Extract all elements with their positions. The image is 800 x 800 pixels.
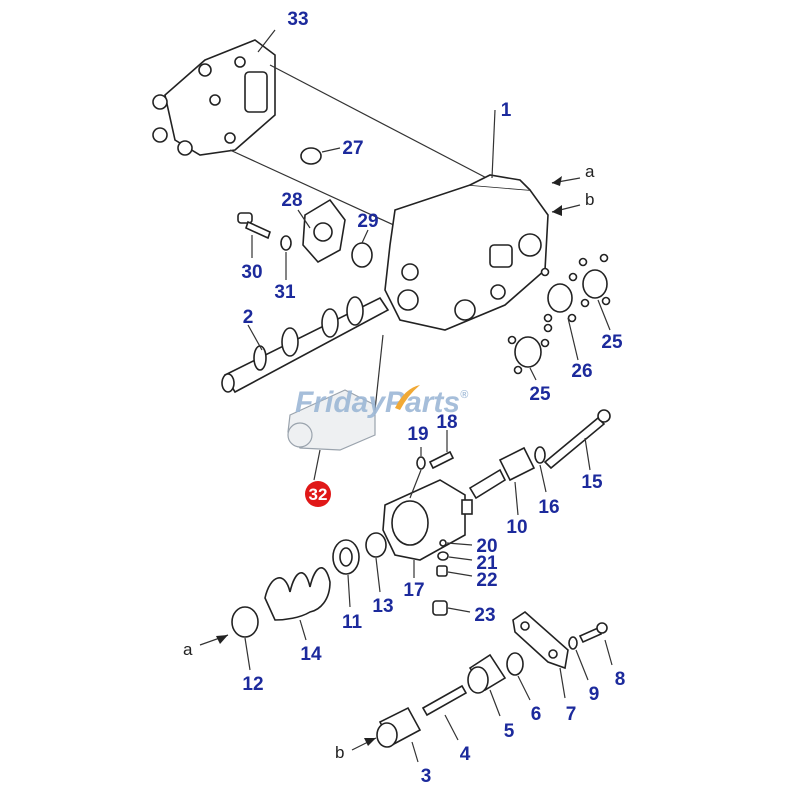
arrow-label-b-bottom: b <box>335 743 344 762</box>
arrow-a-bottom: a <box>183 635 228 659</box>
part-18-bolt <box>428 430 455 470</box>
callout-33: 33 <box>287 9 308 30</box>
part-23-plug <box>432 600 471 616</box>
callout-13: 13 <box>372 596 393 617</box>
part-19-washer <box>416 447 426 470</box>
arrow-b-top: b <box>552 190 594 216</box>
arrow-b-bottom: b <box>335 738 376 762</box>
part-8-bolt <box>578 622 613 666</box>
arrow-label-a-top: a <box>585 162 595 181</box>
callout-23: 23 <box>474 605 495 626</box>
callout-2: 2 <box>243 307 254 328</box>
arrow-label-b-top: b <box>585 190 594 209</box>
arrow-a-top: a <box>551 162 595 186</box>
callout-21: 21 <box>476 553 498 574</box>
part-2-spool <box>221 296 390 394</box>
callout-30: 30 <box>241 262 262 283</box>
callout-19: 19 <box>407 424 428 445</box>
part-16-washer <box>534 446 547 493</box>
part-9-washer <box>568 636 589 681</box>
callout-15: 15 <box>581 472 603 493</box>
watermark-right: Parts <box>385 386 460 419</box>
callout-20: 20 <box>476 536 497 557</box>
part-26-gasket <box>540 267 579 361</box>
part-4-spring <box>421 684 468 741</box>
part-7-bracket <box>512 610 569 699</box>
callout-11: 11 <box>342 612 363 633</box>
callout-7: 7 <box>566 704 577 725</box>
part-30-bolt <box>237 212 271 258</box>
part-11-seat <box>332 539 360 608</box>
callout-1: 1 <box>501 100 512 121</box>
part-17-housing <box>382 479 473 578</box>
callout-4: 4 <box>460 744 471 765</box>
part-5-sleeve <box>467 653 507 717</box>
part-12-ring <box>231 606 259 671</box>
part-28-cover-plate <box>297 198 346 264</box>
callout-22: 22 <box>476 570 497 591</box>
watermark-left: Friday <box>295 386 386 419</box>
callout-17: 17 <box>403 580 424 601</box>
part-32-solenoid <box>287 334 384 481</box>
callout-32-marker <box>305 481 331 507</box>
callout-25-lower: 25 <box>529 384 551 405</box>
part-13-ring <box>365 532 387 593</box>
callout-16: 16 <box>538 497 559 518</box>
part-10-plunger <box>468 446 536 516</box>
callout-27: 27 <box>342 138 363 159</box>
leader-19-17 <box>409 469 422 499</box>
part-3-piston <box>376 706 422 763</box>
part-25-gasket-lower <box>507 323 553 381</box>
part-15-bolt <box>543 409 611 471</box>
callout-6: 6 <box>531 704 542 725</box>
arrow-label-a-bottom: a <box>183 640 193 659</box>
callout-28: 28 <box>281 190 302 211</box>
callout-5: 5 <box>504 721 515 742</box>
part-20-ball <box>439 539 473 547</box>
callout-9: 9 <box>589 684 600 705</box>
part-21-spring <box>437 551 473 561</box>
callout-29: 29 <box>357 211 378 232</box>
part-27-oring <box>300 147 341 165</box>
callout-3: 3 <box>421 766 432 787</box>
callout-8: 8 <box>615 669 626 690</box>
callout-25-upper: 25 <box>601 332 623 353</box>
part-6-oring <box>506 652 531 701</box>
part-25-gasket-upper <box>578 253 611 331</box>
callout-14: 14 <box>300 644 322 665</box>
watermark-logo: FridayParts® <box>295 385 469 419</box>
callout-26: 26 <box>571 361 592 382</box>
part-33-block <box>152 29 501 261</box>
callout-32: 32 <box>309 485 328 504</box>
svg-text:FridayParts®: FridayParts® <box>295 386 469 419</box>
watermark-mark: ® <box>460 389 469 401</box>
part-29-oring <box>351 229 373 268</box>
part-1-valve-body <box>384 109 581 331</box>
callout-12: 12 <box>242 674 263 695</box>
part-22-plug <box>436 565 473 577</box>
callout-10: 10 <box>506 517 527 538</box>
watermark-swoosh-icon <box>395 385 420 410</box>
callout-18: 18 <box>436 412 457 433</box>
part-31-washer <box>280 235 292 280</box>
part-14-spring <box>264 567 331 641</box>
callout-31: 31 <box>274 282 296 303</box>
